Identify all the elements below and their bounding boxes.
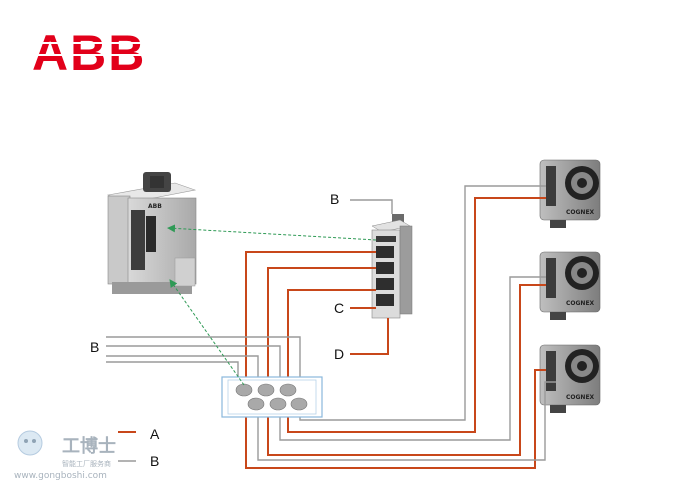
watermark-url: www.gongboshi.com [14,471,107,481]
ethernet-cables [118,197,546,469]
ethernet-switch [371,214,413,319]
label-port-c: C [334,300,344,316]
label-switch-b: B [330,191,339,207]
legend-b-label: B [150,453,159,469]
svg-text:ABB: ABB [148,203,162,210]
network-links [167,224,377,386]
camera-2: COGNEX [539,251,601,320]
legend-a-label: A [150,426,160,442]
camera-brand-label: COGNEX [566,394,595,401]
camera-brand-label: COGNEX [566,300,595,307]
robot-controller: ABB [106,172,197,294]
abb-logo: ABB [32,25,152,81]
watermark: 工博士 智能工厂服务商 www.gongboshi.com [14,430,116,481]
watermark-subtitle: 智能工厂服务商 [62,459,111,468]
abb-logo-text: ABB [32,25,146,81]
mascot-icon [17,430,43,456]
io-cables [106,185,556,462]
camera-brand-label: COGNEX [566,209,595,216]
camera-3: COGNEX [539,344,601,413]
junction-box [221,376,323,418]
watermark-brand: 工博士 [62,435,116,457]
label-port-d: D [334,346,344,362]
camera-1: COGNEX [539,159,601,228]
label-cable-bundle-b: B [90,339,99,355]
